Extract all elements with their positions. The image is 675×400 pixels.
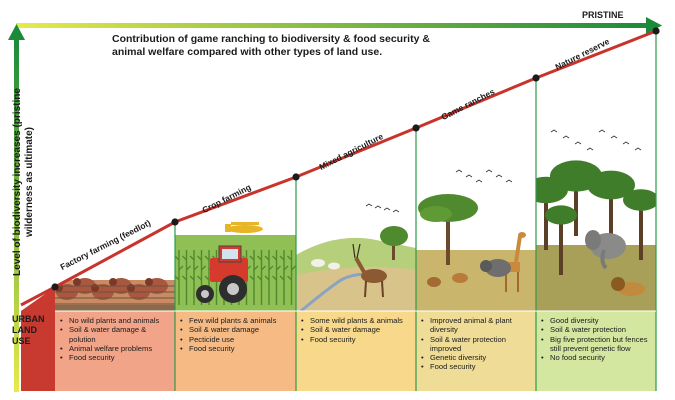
scene-antelope-sheep-grassland xyxy=(296,203,416,311)
scene-feedlot-cattle xyxy=(55,278,175,311)
bullet-item: Genetic diversity xyxy=(420,353,532,363)
bullet-item: Soil & water protection improved xyxy=(420,335,532,354)
panel-factory-farming: No wild plants and animals Soil & water … xyxy=(55,311,175,391)
bullet-item: Soil & water damage xyxy=(179,325,292,335)
bullet-item: Pecticide use xyxy=(179,335,292,345)
top-axis-arrow xyxy=(16,17,662,34)
bullet-item: Big five protection but fences still pre… xyxy=(540,335,652,354)
scene-rhino-giraffe-acacia xyxy=(416,169,536,311)
bullet-list: Few wild plants & animals Soil & water d… xyxy=(179,316,292,353)
bullet-item: Some wild plants & animals xyxy=(300,316,412,326)
trend-node xyxy=(532,74,540,82)
urban-land-use-label: URBAN LAND USE xyxy=(12,314,45,346)
scene-tractor-and-cropduster xyxy=(175,222,296,311)
diagram-title: Contribution of game ranching to biodive… xyxy=(112,33,430,58)
bullet-item: Food security xyxy=(300,335,412,345)
bullet-list: Good diversity Soil & water protection B… xyxy=(540,316,652,363)
bullet-list: No wild plants and animals Soil & water … xyxy=(59,316,171,363)
trend-node xyxy=(652,27,660,35)
trend-node xyxy=(412,124,420,132)
panel-nature-reserve: Good diversity Soil & water protection B… xyxy=(536,311,656,391)
bullet-item: No food security xyxy=(540,353,652,363)
urban-land-use-wedge xyxy=(21,287,55,391)
pristine-label: PRISTINE xyxy=(582,10,624,20)
bullet-item: Food security xyxy=(179,344,292,354)
bullet-item: Soil & water damage xyxy=(300,325,412,335)
bullet-item: Good diversity xyxy=(540,316,652,326)
bullet-item: Animal welfare problems xyxy=(59,344,171,354)
trend-node xyxy=(51,283,59,291)
scene-elephant-lion-forest xyxy=(536,129,656,311)
panel-mixed-agriculture: Some wild plants & animals Soil & water … xyxy=(296,311,416,391)
panel-game-ranches: Improved animal & plant diversity Soil &… xyxy=(416,311,536,391)
bullet-item: No wild plants and animals xyxy=(59,316,171,326)
bullet-list: Improved animal & plant diversity Soil &… xyxy=(420,316,532,372)
bullet-item: Food security xyxy=(59,353,171,363)
bullet-list: Some wild plants & animals Soil & water … xyxy=(300,316,412,344)
panel-crop-farming: Few wild plants & animals Soil & water d… xyxy=(175,311,296,391)
y-axis-label: Level of biodiversity increases (pristin… xyxy=(12,88,35,276)
left-axis-arrow xyxy=(8,24,25,392)
bullet-item: Food security xyxy=(420,362,532,372)
bullet-item: Soil & water damage & polution xyxy=(59,325,171,344)
bullet-item: Few wild plants & animals xyxy=(179,316,292,326)
bullet-item: Improved animal & plant diversity xyxy=(420,316,532,335)
trend-node xyxy=(292,173,300,181)
trend-node xyxy=(171,218,179,226)
bullet-item: Soil & water protection xyxy=(540,325,652,335)
